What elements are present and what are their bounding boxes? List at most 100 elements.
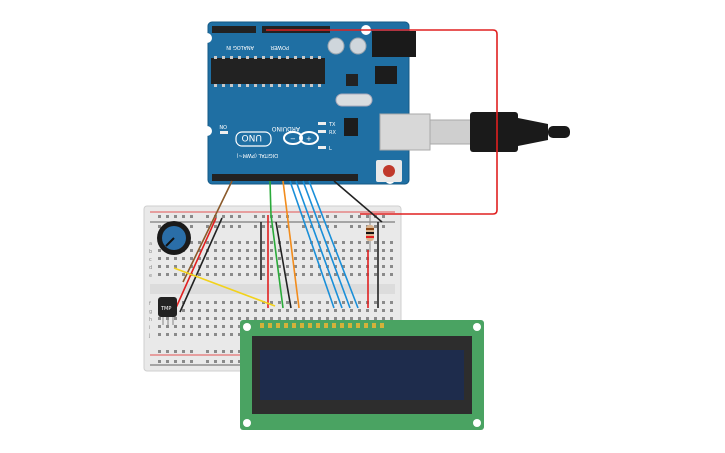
breadboard-hole[interactable] [262, 273, 265, 276]
breadboard-hole[interactable] [342, 265, 345, 268]
breadboard-hole[interactable] [342, 257, 345, 260]
breadboard-hole[interactable] [294, 257, 297, 260]
breadboard-hole[interactable] [334, 301, 337, 304]
breadboard-hole[interactable] [382, 215, 385, 218]
breadboard-hole[interactable] [222, 301, 225, 304]
breadboard-hole[interactable] [278, 301, 281, 304]
breadboard-hole[interactable] [390, 265, 393, 268]
breadboard-hole[interactable] [222, 317, 225, 320]
breadboard-hole[interactable] [206, 225, 209, 228]
lcd-pin[interactable] [340, 323, 344, 328]
breadboard-hole[interactable] [222, 215, 225, 218]
lcd-module[interactable] [240, 320, 484, 430]
breadboard-hole[interactable] [238, 309, 241, 312]
breadboard-hole[interactable] [190, 265, 193, 268]
breadboard-hole[interactable] [350, 317, 353, 320]
breadboard-hole[interactable] [190, 360, 193, 363]
breadboard-hole[interactable] [238, 225, 241, 228]
breadboard-hole[interactable] [246, 257, 249, 260]
breadboard-hole[interactable] [326, 241, 329, 244]
breadboard-hole[interactable] [230, 273, 233, 276]
breadboard-hole[interactable] [230, 360, 233, 363]
breadboard-hole[interactable] [174, 333, 177, 336]
breadboard-hole[interactable] [382, 225, 385, 228]
breadboard-hole[interactable] [238, 301, 241, 304]
breadboard-hole[interactable] [206, 215, 209, 218]
breadboard-hole[interactable] [166, 360, 169, 363]
breadboard-hole[interactable] [206, 309, 209, 312]
breadboard-hole[interactable] [222, 325, 225, 328]
breadboard-hole[interactable] [302, 273, 305, 276]
breadboard-hole[interactable] [158, 325, 161, 328]
breadboard-hole[interactable] [198, 249, 201, 252]
breadboard-hole[interactable] [310, 265, 313, 268]
breadboard-hole[interactable] [182, 273, 185, 276]
breadboard-hole[interactable] [382, 249, 385, 252]
wires[interactable] [173, 29, 498, 313]
breadboard-hole[interactable] [326, 309, 329, 312]
breadboard-hole[interactable] [342, 273, 345, 276]
breadboard-hole[interactable] [358, 241, 361, 244]
breadboard-hole[interactable] [286, 309, 289, 312]
breadboard-hole[interactable] [214, 350, 217, 353]
breadboard-hole[interactable] [246, 241, 249, 244]
breadboard-hole[interactable] [302, 215, 305, 218]
breadboard-hole[interactable] [270, 241, 273, 244]
breadboard-hole[interactable] [350, 265, 353, 268]
breadboard-hole[interactable] [390, 301, 393, 304]
breadboard-hole[interactable] [318, 309, 321, 312]
breadboard-hole[interactable] [238, 350, 241, 353]
breadboard-hole[interactable] [230, 325, 233, 328]
breadboard-hole[interactable] [214, 265, 217, 268]
breadboard-hole[interactable] [278, 225, 281, 228]
lcd-pin[interactable] [372, 323, 376, 328]
breadboard-hole[interactable] [182, 317, 185, 320]
breadboard-hole[interactable] [278, 249, 281, 252]
breadboard-hole[interactable] [310, 249, 313, 252]
breadboard-hole[interactable] [382, 317, 385, 320]
breadboard-hole[interactable] [230, 249, 233, 252]
breadboard-hole[interactable] [158, 215, 161, 218]
breadboard-hole[interactable] [278, 309, 281, 312]
breadboard-hole[interactable] [230, 333, 233, 336]
breadboard-hole[interactable] [350, 273, 353, 276]
breadboard-hole[interactable] [310, 301, 313, 304]
lcd-pin[interactable] [260, 323, 264, 328]
breadboard-hole[interactable] [270, 257, 273, 260]
breadboard-hole[interactable] [158, 360, 161, 363]
breadboard-hole[interactable] [366, 317, 369, 320]
breadboard-hole[interactable] [206, 350, 209, 353]
breadboard-hole[interactable] [302, 257, 305, 260]
breadboard-hole[interactable] [278, 257, 281, 260]
breadboard-hole[interactable] [182, 265, 185, 268]
breadboard-hole[interactable] [238, 257, 241, 260]
breadboard-hole[interactable] [334, 257, 337, 260]
breadboard-hole[interactable] [166, 333, 169, 336]
breadboard-hole[interactable] [174, 360, 177, 363]
breadboard-hole[interactable] [310, 273, 313, 276]
breadboard-hole[interactable] [174, 273, 177, 276]
breadboard-hole[interactable] [350, 225, 353, 228]
breadboard-hole[interactable] [262, 241, 265, 244]
breadboard-hole[interactable] [222, 265, 225, 268]
breadboard-hole[interactable] [238, 273, 241, 276]
breadboard-hole[interactable] [206, 317, 209, 320]
lcd-pin[interactable] [268, 323, 272, 328]
breadboard-hole[interactable] [230, 350, 233, 353]
usb-port[interactable] [379, 113, 431, 151]
breadboard-hole[interactable] [262, 317, 265, 320]
breadboard-hole[interactable] [350, 309, 353, 312]
breadboard-hole[interactable] [190, 301, 193, 304]
breadboard-hole[interactable] [390, 249, 393, 252]
breadboard-hole[interactable] [206, 333, 209, 336]
breadboard-hole[interactable] [214, 317, 217, 320]
breadboard-hole[interactable] [254, 257, 257, 260]
breadboard-hole[interactable] [262, 309, 265, 312]
breadboard-hole[interactable] [198, 241, 201, 244]
breadboard-hole[interactable] [166, 215, 169, 218]
breadboard-hole[interactable] [182, 309, 185, 312]
breadboard-hole[interactable] [222, 273, 225, 276]
breadboard-hole[interactable] [166, 265, 169, 268]
breadboard-hole[interactable] [246, 309, 249, 312]
breadboard-hole[interactable] [254, 301, 257, 304]
